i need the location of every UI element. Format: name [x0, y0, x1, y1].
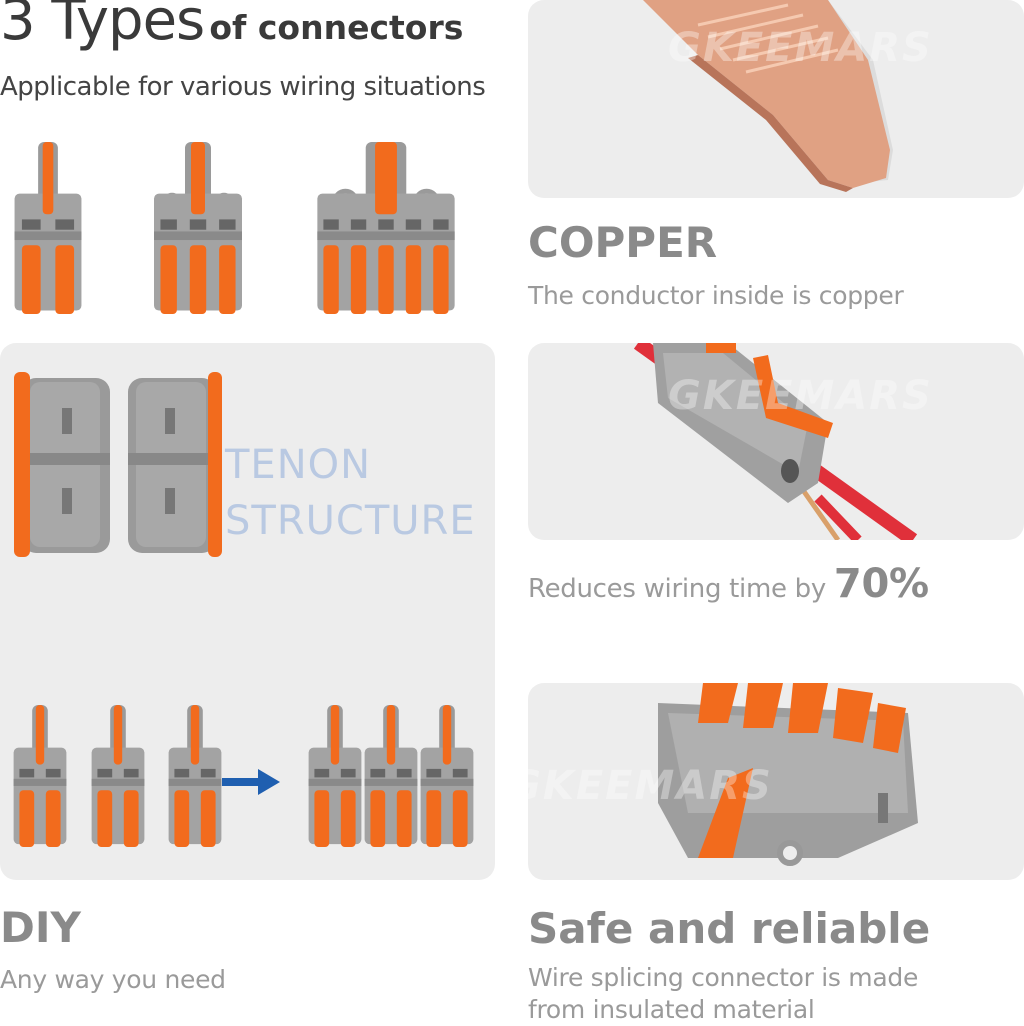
wire-slot — [452, 768, 468, 778]
diy-heading: DIY — [0, 903, 81, 952]
center-lever — [35, 705, 45, 765]
watermark: GKEEMARS — [668, 25, 933, 71]
connector-5-way — [308, 142, 464, 314]
diy-caption: Any way you need — [0, 965, 226, 994]
lever — [160, 245, 177, 314]
connector-2-way — [10, 142, 86, 314]
center-lever — [191, 142, 205, 215]
safety-caption: Wire splicing connector is made from ins… — [528, 962, 918, 1026]
wire-slot — [426, 768, 442, 778]
wire-slot — [405, 219, 422, 230]
center-lever — [386, 705, 396, 765]
safety-heading: Safe and reliable — [528, 904, 931, 953]
copper-panel: GKEEMARS — [528, 0, 1024, 198]
wire-slot — [323, 219, 339, 230]
wire-slot — [340, 768, 356, 778]
wire-slot — [21, 219, 41, 230]
lever — [19, 790, 35, 847]
lever — [219, 245, 236, 314]
copper-heading: COPPER — [528, 218, 718, 267]
tenon-line1: TENON — [225, 442, 372, 488]
lever — [45, 790, 61, 847]
lever — [200, 790, 216, 847]
diy-panel: TENON STRUCTURE — [0, 343, 495, 880]
connector-rib — [317, 231, 455, 241]
lever — [97, 790, 113, 847]
copper-caption: The conductor inside is copper — [528, 281, 904, 310]
wire-slot — [314, 768, 330, 778]
lever — [189, 245, 207, 314]
lever — [378, 245, 394, 314]
center-lever — [113, 705, 123, 765]
center-lever — [190, 705, 200, 765]
center-lever — [375, 142, 397, 215]
tenon-connector-pair-image — [14, 372, 222, 557]
watermark: GKEEMARS — [668, 373, 933, 419]
lever — [323, 245, 339, 314]
lever — [123, 790, 139, 847]
wire-slot — [370, 768, 386, 778]
safety-panel: GKEEMARS — [528, 683, 1024, 880]
wire-slot — [160, 219, 177, 230]
subtitle: Applicable for various wiring situations — [0, 72, 486, 102]
lever — [55, 245, 75, 314]
lever — [314, 790, 330, 847]
lever — [433, 245, 449, 314]
connector-rib — [14, 231, 82, 241]
wired-connector-image — [633, 343, 918, 540]
lever — [405, 245, 422, 314]
wiring-caption-prefix: Reduces wiring time by — [528, 574, 826, 604]
wire-slot — [174, 768, 190, 778]
connector-rib — [420, 778, 474, 786]
connector-rib — [308, 778, 362, 786]
safety-caption-line1: Wire splicing connector is made — [528, 963, 919, 992]
lever — [340, 790, 356, 847]
copper-conductor-image — [643, 0, 893, 192]
splicing-connector-image — [658, 683, 918, 866]
center-lever — [442, 705, 452, 765]
wire-slot — [45, 768, 61, 778]
wire-slot — [396, 768, 412, 778]
wire-slot — [219, 219, 236, 230]
lever — [174, 790, 190, 847]
title-big: 3 Types — [0, 0, 205, 53]
lever — [21, 245, 41, 314]
wire-slot — [19, 768, 35, 778]
center-lever — [330, 705, 340, 765]
tenon-line2: STRUCTURE — [225, 498, 476, 544]
tenon-structure-label: TENON STRUCTURE — [225, 437, 476, 549]
wiring-panel: GKEEMARS — [528, 343, 1024, 540]
wire-slot — [433, 219, 449, 230]
wire-slot — [97, 768, 113, 778]
wire-slot — [378, 219, 394, 230]
connector-rib — [168, 778, 222, 786]
connector-rib — [364, 778, 418, 786]
page-title: 3 Types of connectors — [0, 0, 463, 53]
lever — [350, 245, 367, 314]
wiring-caption-value: 70% — [833, 561, 929, 607]
wire-slot — [350, 219, 367, 230]
lever — [452, 790, 468, 847]
watermark: GKEEMARS — [528, 763, 773, 809]
center-lever — [42, 142, 54, 215]
wiring-caption: Reduces wiring time by 70% — [528, 564, 929, 605]
wire-slot — [200, 768, 216, 778]
title-small: of connectors — [209, 8, 464, 47]
lever — [370, 790, 386, 847]
wire-slot — [123, 768, 139, 778]
wire-slot — [55, 219, 75, 230]
connector-rib — [13, 778, 67, 786]
connector-3-way — [148, 142, 248, 314]
arrow-right-icon — [222, 769, 280, 795]
connector-rib — [154, 231, 242, 241]
lever — [426, 790, 442, 847]
lever — [396, 790, 412, 847]
connector-rib — [91, 778, 145, 786]
wire-slot — [189, 219, 207, 230]
safety-caption-line2: from insulated material — [528, 995, 815, 1024]
